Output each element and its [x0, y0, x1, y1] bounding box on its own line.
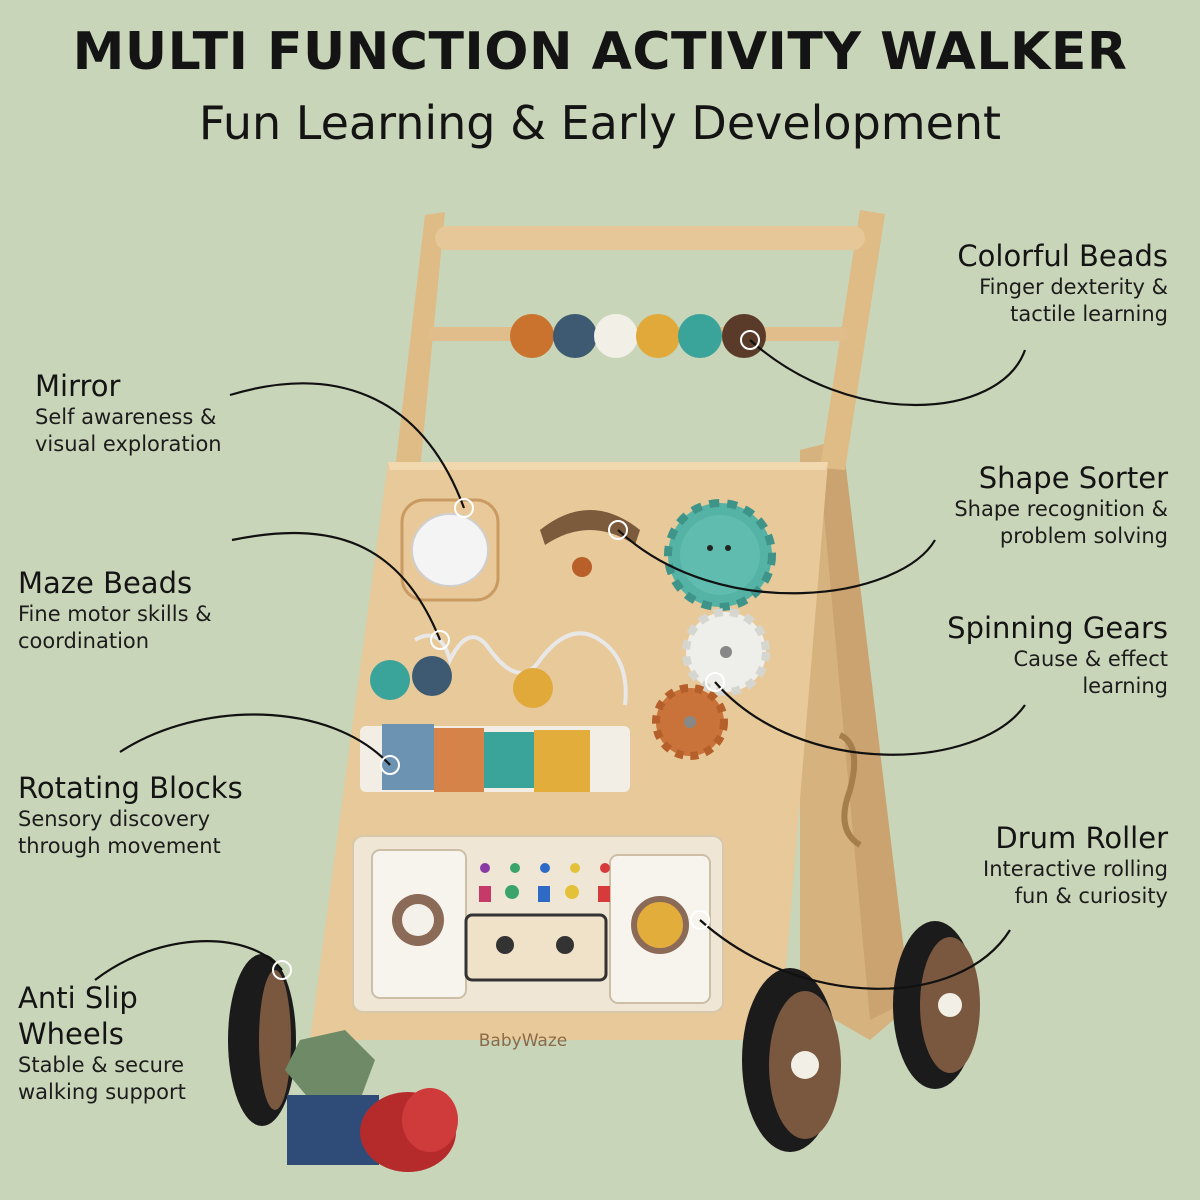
feature-maze-beads: Maze Beads Fine motor skills & coordinat… — [18, 565, 212, 655]
bead-4 — [636, 314, 680, 358]
feature-shape-sorter: Shape Sorter Shape recognition & problem… — [954, 460, 1168, 550]
feature-blocks-title: Rotating Blocks — [18, 771, 243, 805]
feature-wheels-desc-2: walking support — [18, 1080, 186, 1104]
feature-maze-desc-2: coordination — [18, 629, 150, 653]
feature-beads-desc-1: Finger dexterity & — [979, 275, 1168, 299]
gear-white — [682, 608, 770, 696]
bead-5 — [678, 314, 722, 358]
shape-pentagon — [285, 1030, 375, 1100]
feature-wheels-title-1: Anti Slip — [18, 981, 138, 1015]
bead-2 — [553, 314, 597, 358]
feature-mirror-desc-2: visual exploration — [35, 432, 222, 456]
left-upright — [395, 212, 445, 470]
feature-beads-title: Colorful Beads — [957, 239, 1168, 273]
gear-orange — [652, 684, 728, 760]
feature-wheels-desc-1: Stable & secure — [18, 1053, 185, 1077]
bead-6 — [722, 314, 766, 358]
feature-beads-desc-2: tactile learning — [1010, 302, 1168, 326]
feature-shape-desc-2: problem solving — [999, 524, 1168, 548]
feature-colorful-beads: Colorful Beads Finger dexterity & tactil… — [957, 238, 1168, 328]
feature-drum-title: Drum Roller — [995, 821, 1168, 855]
feature-mirror-title: Mirror — [35, 369, 121, 403]
feature-spinning-gears: Spinning Gears Cause & effect learning — [947, 610, 1168, 700]
feature-blocks-desc-2: through movement — [18, 834, 221, 858]
feature-rotating-blocks: Rotating Blocks Sensory discovery throug… — [18, 770, 243, 860]
gear-teal — [664, 499, 776, 611]
handle-bar — [435, 226, 865, 250]
page-subtitle: Fun Learning & Early Development — [198, 96, 1002, 150]
feature-shape-title: Shape Sorter — [978, 461, 1168, 495]
callout-lines — [94, 330, 1027, 990]
feature-drum-desc-2: fun & curiosity — [1014, 884, 1168, 908]
wheel-front-left — [228, 954, 296, 1126]
shape-sorter — [540, 510, 640, 577]
feature-maze-desc-1: Fine motor skills & — [18, 602, 212, 626]
page-title: MULTI FUNCTION ACTIVITY WALKER — [72, 22, 1128, 82]
rotating-blocks — [360, 724, 630, 792]
feature-mirror: Mirror Self awareness & visual explorati… — [35, 368, 222, 458]
mirror — [400, 498, 500, 602]
feature-gears-desc-1: Cause & effect — [1013, 647, 1168, 671]
brand-logo: BabyWaze — [479, 1031, 567, 1051]
maze-bead-1 — [370, 660, 410, 700]
feature-drum-desc-1: Interactive rolling — [983, 857, 1168, 881]
feature-blocks-desc-1: Sensory discovery — [18, 807, 210, 831]
maze-bead-2 — [412, 656, 452, 696]
feature-anti-slip-wheels: Anti Slip Wheels Stable & secure walking… — [18, 980, 186, 1106]
colorful-beads — [510, 314, 766, 358]
wheel-back-right — [893, 921, 980, 1089]
feature-mirror-desc-1: Self awareness & — [35, 405, 217, 429]
feature-shape-desc-1: Shape recognition & — [954, 497, 1168, 521]
feature-wheels-title-2: Wheels — [18, 1017, 124, 1051]
music-panel — [352, 835, 724, 1013]
right-upright — [820, 210, 885, 470]
feature-gears-desc-2: learning — [1082, 674, 1168, 698]
bead-1 — [510, 314, 554, 358]
wheel-front-right — [742, 968, 841, 1152]
feature-gears-title: Spinning Gears — [947, 611, 1168, 645]
feature-drum-roller: Drum Roller Interactive rolling fun & cu… — [983, 820, 1168, 910]
maze-bead-3 — [513, 668, 553, 708]
bead-3 — [594, 314, 638, 358]
feature-maze-title: Maze Beads — [18, 566, 193, 600]
